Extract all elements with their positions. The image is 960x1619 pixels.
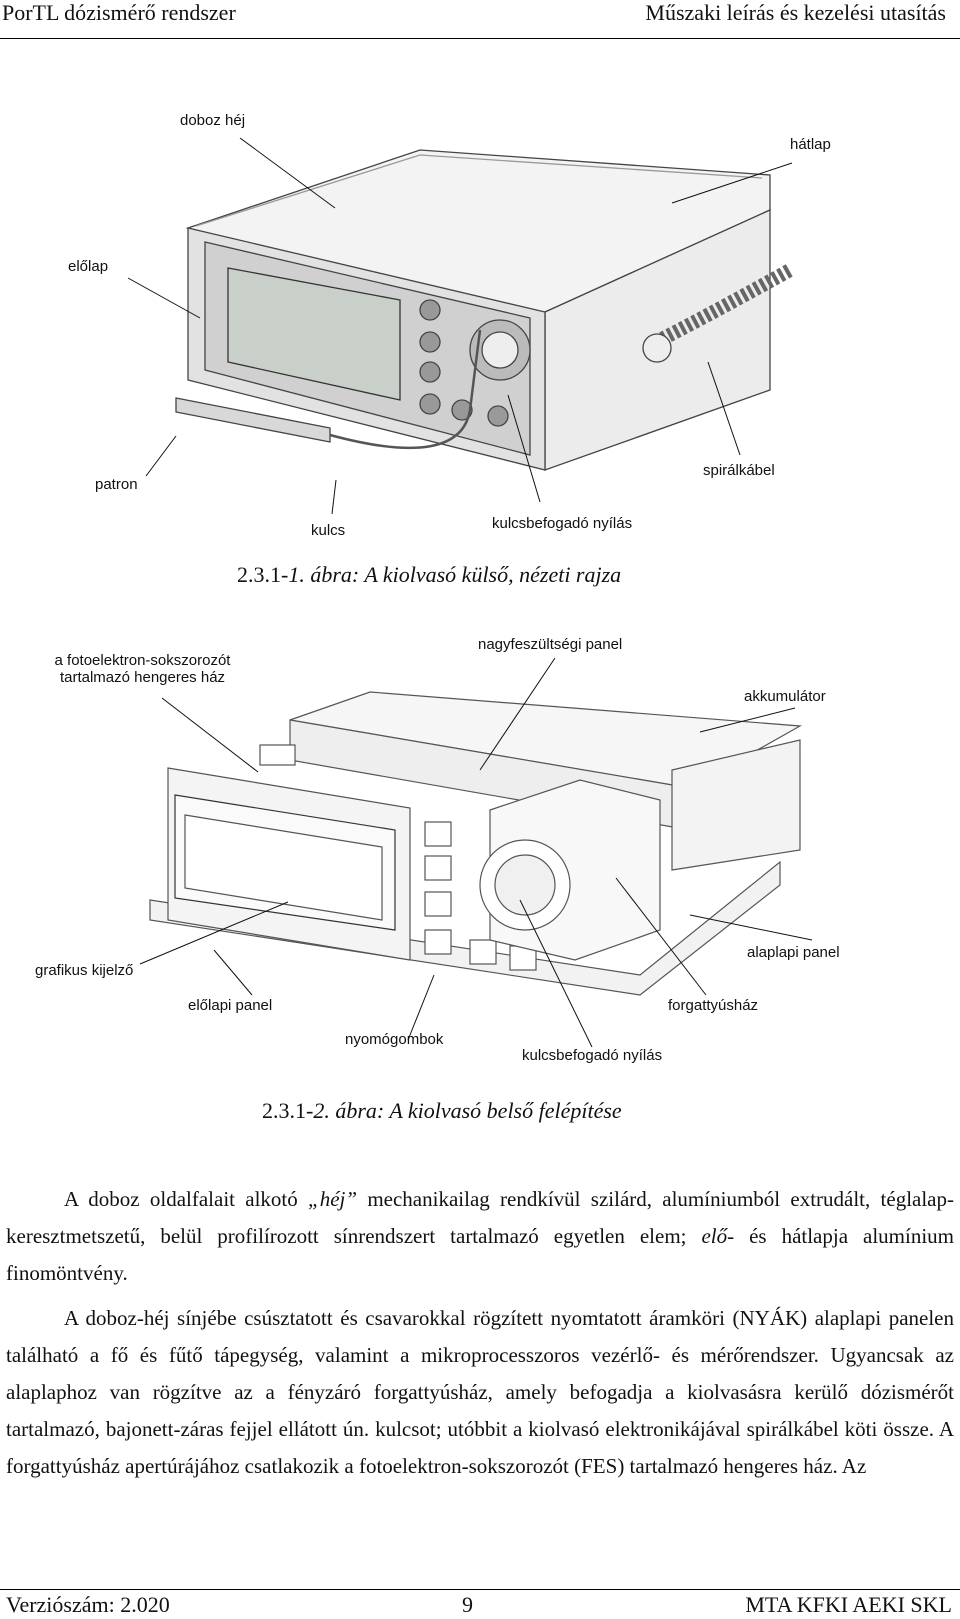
figure2-caption-number: 2.3.1- bbox=[262, 1098, 314, 1123]
label-kulcsbefogado: kulcsbefogadó nyílás bbox=[492, 515, 633, 532]
label-patron: patron bbox=[95, 476, 138, 493]
footer-org: MTA KFKI AEKI SKL bbox=[745, 1592, 952, 1617]
p1-emphasis-2: elő bbox=[701, 1224, 728, 1248]
label-nagyfesz: nagyfeszültségi panel bbox=[478, 636, 623, 653]
figure1-caption-number: 2.3.1- bbox=[237, 562, 289, 587]
figure2-caption-text: 2. ábra: A kiolvasó belső felépítése bbox=[313, 1098, 622, 1123]
label-doboz-hej: doboz héj bbox=[180, 112, 246, 129]
label-spiralkabel: spirálkábel bbox=[703, 462, 775, 479]
label-fes-haz: a fotoelektron-sokszorozót tartalmazó he… bbox=[40, 652, 245, 686]
figure-internal-view: a fotoelektron-sokszorozót tartalmazó he… bbox=[0, 600, 960, 1140]
label-grafikus: grafikus kijelző bbox=[35, 962, 134, 979]
label-elolap: előlap bbox=[68, 258, 109, 275]
footer-page-number: 9 bbox=[462, 1592, 473, 1617]
figure1-caption: 2.3.1-1. ábra: A kiolvasó külső, nézeti … bbox=[237, 562, 621, 588]
label-fes-haz-line1: a fotoelektron-sokszorozót bbox=[54, 652, 231, 669]
figure-external-view: doboz héj hátlap előlap patron spirálkáb… bbox=[0, 0, 960, 600]
label-elolapi: előlapi panel bbox=[188, 997, 273, 1014]
label-kulcsbefogado-2: kulcsbefogadó nyílás bbox=[522, 1047, 663, 1064]
figure2-caption: 2.3.1-2. ábra: A kiolvasó belső felépíté… bbox=[262, 1098, 622, 1124]
label-akkumulator: akkumulátor bbox=[744, 688, 826, 705]
p1-emphasis: „héj” bbox=[308, 1187, 358, 1211]
label-hatlap: hátlap bbox=[790, 136, 831, 153]
label-kulcs: kulcs bbox=[311, 522, 346, 539]
page-header: PorTL dózismérő rendszer Műszaki leírás … bbox=[0, 0, 960, 42]
label-alaplapi: alaplapi panel bbox=[747, 944, 840, 961]
p1-part-a: A doboz oldalfalait alkotó bbox=[64, 1187, 309, 1211]
header-rule bbox=[0, 38, 960, 39]
header-subtitle: Műszaki leírás és kezelési utasítás bbox=[645, 0, 946, 25]
p1-part-c: - és hátlapja alumínium finomöntvény. bbox=[6, 1224, 955, 1285]
p1-part-b: mechanikailag rendkívül szilárd, alumíni… bbox=[6, 1187, 954, 1248]
body-text: A doboz oldalfalait alkotó „héj” mechani… bbox=[6, 1181, 954, 1485]
footer-version: Verziószám: 2.020 bbox=[6, 1592, 170, 1617]
footer-rule bbox=[0, 1589, 960, 1590]
internal-view-drawing bbox=[139, 657, 813, 1048]
label-fes-haz-line2: tartalmazó hengeres ház bbox=[59, 669, 226, 686]
paragraph-1: A doboz oldalfalait alkotó „héj” mechani… bbox=[6, 1181, 954, 1292]
label-nyomogombok: nyomógombok bbox=[345, 1031, 444, 1048]
header-title: PorTL dózismérő rendszer bbox=[2, 0, 236, 25]
figure1-caption-text: 1. ábra: A kiolvasó külső, nézeti rajza bbox=[288, 562, 622, 587]
label-forgattyus: forgattyúsház bbox=[668, 997, 759, 1014]
paragraph-2: A doboz-héj sínjébe csúsztatott és csava… bbox=[6, 1306, 954, 1478]
external-view-drawing bbox=[127, 137, 794, 515]
